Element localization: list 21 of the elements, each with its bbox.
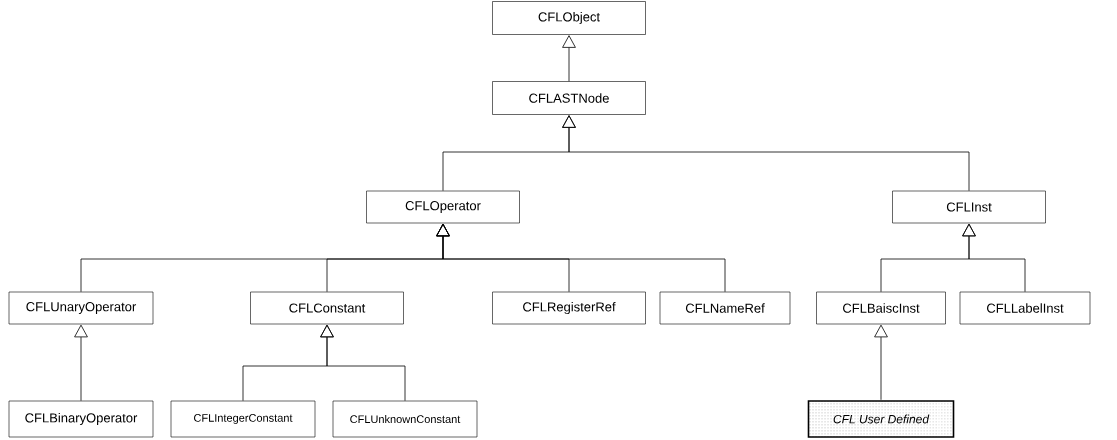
class-box: CFLRegisterRef <box>492 291 646 325</box>
inheritance-arrow <box>436 223 726 293</box>
inheritance-arrow <box>320 324 406 402</box>
class-box: CFLUnknownConstant <box>332 400 478 438</box>
class-box: CFLNameRef <box>659 291 791 325</box>
class-box: CFLObject <box>492 1 646 35</box>
inheritance-arrow <box>874 324 888 401</box>
class-box: CFLLabelInst <box>959 291 1091 325</box>
class-box: CFLOperator <box>366 190 520 224</box>
class-box: CFL User Defined <box>807 400 955 438</box>
inheritance-arrow <box>562 115 970 192</box>
inheritance-arrow <box>962 223 1026 293</box>
class-box: CFLUnaryOperator <box>8 291 154 325</box>
class-box: CFLBinaryOperator <box>8 400 154 438</box>
inheritance-arrow <box>74 324 88 402</box>
class-box: CFLInst <box>892 190 1046 224</box>
class-box: CFLConstant <box>250 291 404 325</box>
class-box: CFLBaiscInst <box>816 291 946 325</box>
class-box: CFLIntegerConstant <box>170 400 316 438</box>
inheritance-arrow <box>562 35 576 82</box>
class-box: CFLASTNode <box>492 81 646 115</box>
